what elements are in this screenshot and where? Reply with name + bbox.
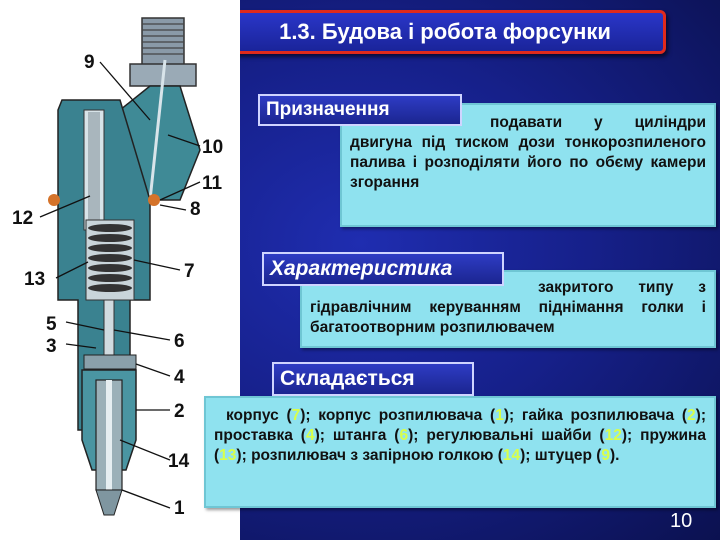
purpose-label: Призначення	[258, 94, 462, 126]
callout-4: 4	[174, 367, 185, 388]
fitting-thread	[142, 23, 184, 55]
callout-12: 12	[12, 208, 33, 229]
callout-layer: 9 10 11 12 8 13 7 5 3 6 4 2 14 1	[12, 52, 223, 519]
callout-7: 7	[184, 261, 195, 282]
callout-5: 5	[46, 314, 57, 335]
characteristic-text: закритого типу з гідравлічним керуванням…	[310, 279, 706, 336]
callout-11: 11	[202, 173, 223, 194]
part-name: проставка	[214, 427, 293, 444]
spring	[88, 224, 132, 292]
adjust-screw	[88, 112, 100, 230]
fitting-body	[141, 17, 185, 69]
nozzle-tip	[95, 489, 123, 516]
spacer	[83, 354, 137, 370]
part-number: 1	[495, 407, 504, 424]
seal-dot-left	[48, 194, 60, 206]
part-name: розпилювач з запірною голкою	[251, 447, 494, 464]
part-number: 14	[502, 447, 521, 464]
part-name: штанга	[332, 427, 387, 444]
composition-panel: корпус (7); корпус розпилювача (1); гайк…	[204, 396, 716, 508]
injector-cross-section	[0, 0, 240, 540]
part-name: корпус розпилювача	[318, 407, 483, 424]
part-name: регулювальні шайби	[426, 427, 592, 444]
injector-diagram: 9 10 11 12 8 13 7 5 3 6 4 2 14 1	[0, 0, 240, 540]
callout-6: 6	[174, 331, 185, 352]
seal-dot-right	[148, 194, 160, 206]
characteristic-label: Характеристика	[262, 252, 504, 286]
callout-9: 9	[84, 52, 95, 73]
part-name: корпус	[226, 407, 279, 424]
part-number: 13	[219, 447, 237, 464]
page-number: 10	[670, 510, 693, 532]
slide-title: 1.3. Будова і робота форсунки	[224, 10, 666, 54]
part-name: пружина	[640, 427, 707, 444]
part-number: 7	[291, 407, 301, 424]
part-number: 2	[687, 407, 696, 424]
part-number: 4	[305, 427, 315, 444]
part-name: штуцер	[534, 447, 592, 464]
leader-lines	[39, 61, 201, 509]
callout-14: 14	[168, 451, 190, 472]
callout-13: 13	[24, 269, 45, 290]
purpose-text: подавати у циліндри двигуна під тиском д…	[350, 114, 706, 191]
part-name: гайка розпилювача	[521, 407, 675, 424]
fuel-channel	[148, 59, 167, 201]
callout-3: 3	[46, 336, 57, 357]
part-number: 9	[601, 447, 611, 464]
composition-list: корпус (7); корпус розпилювача (1); гайк…	[214, 407, 707, 464]
callout-2: 2	[174, 401, 185, 422]
callout-8: 8	[190, 199, 201, 220]
part-number: 6	[399, 427, 409, 444]
part-number: 12	[604, 427, 622, 444]
callout-1: 1	[174, 498, 185, 519]
needle	[106, 380, 112, 498]
composition-label: Складається	[272, 362, 474, 396]
callout-10: 10	[202, 137, 223, 158]
